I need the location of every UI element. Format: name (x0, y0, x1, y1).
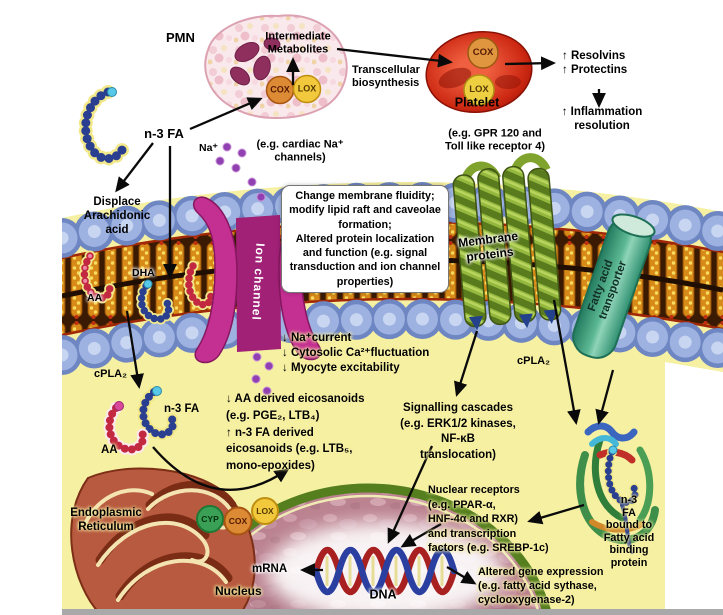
pmn-lox-label: LOX (297, 83, 317, 94)
fatty-acid-transporter-graphic (572, 213, 656, 359)
platelet-lox-enzyme (463, 74, 495, 106)
aa-cytoplasm-label: AA (101, 444, 118, 456)
na-ion-label: Na⁺ (199, 142, 218, 154)
endoplasmic-reticulum (70, 467, 256, 615)
er-enzymes (196, 497, 279, 536)
transcellular-biosynthesis-label: Transcellular biosynthesis (352, 64, 420, 90)
endoplasmic-reticulum-label: Endoplasmic Reticulum (70, 506, 142, 533)
altered-gene-expression-label: Altered gene expression (e.g. fatty acid… (478, 566, 604, 606)
er-lox-enzyme (251, 497, 279, 525)
er-lox-label: LOX (256, 505, 274, 516)
mrna-label: mRNA (252, 563, 288, 575)
cyp-enzyme (196, 505, 224, 533)
dna-label: DNA (369, 587, 397, 602)
signalling-cascades-label: Signalling cascades (e.g. ERK1/2 kinases… (400, 402, 516, 461)
pmn-lox-enzyme (292, 74, 322, 104)
platelet-cox-enzyme (467, 37, 499, 69)
er-cox-enzyme (223, 506, 253, 536)
nucleus-label: Nucleus (215, 584, 262, 598)
cpla2-left-label: cPLA₂ (94, 368, 128, 380)
arrows (115, 47, 615, 585)
pmn-cell (204, 14, 348, 119)
fatty-acid-binding-protein (576, 422, 659, 554)
membrane-effects-text: Change membrane fluidity; modify lipid r… (289, 190, 441, 288)
cpla2-right-label: cPLA₂ (517, 355, 551, 367)
platelet-lox-label: LOX (469, 84, 489, 96)
membrane-effects-box: Change membrane fluidity; modify lipid r… (281, 185, 449, 294)
er-cox-label: COX (228, 515, 248, 526)
pmn-label: PMN (166, 30, 195, 45)
cyp-label: CYP (201, 513, 219, 524)
aa-membrane-label: AA (87, 292, 103, 304)
membrane-proteins-graphic (452, 153, 562, 331)
fabp-label: n-3 FA bound to Fatty acid binding prote… (603, 494, 655, 570)
nuclear-receptors-label: Nuclear receptors (e.g. PPAR-α, HNF-4α a… (428, 484, 549, 555)
displace-arachidonic-label: Displace Arachidonic acid (83, 195, 151, 237)
pmn-cox-label: COX (270, 84, 290, 95)
pmn-nucleus-lobes (229, 37, 281, 86)
bottom-bar (62, 609, 723, 615)
n3fa-top-label: n-3 FA (144, 126, 184, 142)
cytoplasm-molecules (103, 386, 179, 456)
na-current-effects-label: ↓ Na⁺current ↓ Cytosolic Ca²⁺fluctuation… (282, 332, 430, 375)
platelet-cox-label: COX (472, 47, 494, 59)
eicosanoids-label: ↓ AA derived eicosanoids (e.g. PGE₂, LTB… (226, 393, 365, 473)
platelet-graphic (425, 30, 533, 114)
n3fa-molecule-top (78, 85, 129, 166)
inflammation-resolution-label: ↑ Inflammation resolution (561, 105, 643, 132)
n3fa-cytoplasm-label: n-3 FA (164, 403, 200, 415)
intermediate-metabolites-label: Intermediate Metabolites (265, 30, 331, 56)
cardiac-channels-label: (e.g. cardiac Na⁺ channels) (256, 138, 344, 164)
platelet-label: Platelet (454, 95, 500, 110)
gpr120-label: (e.g. GPR 120 and Toll like receptor 4) (444, 127, 546, 153)
dna-helix (312, 547, 458, 595)
resolvins-protectins-label: ↑ Resolvins ↑ Protectins (562, 50, 628, 77)
dha-label: DHA (132, 267, 155, 279)
